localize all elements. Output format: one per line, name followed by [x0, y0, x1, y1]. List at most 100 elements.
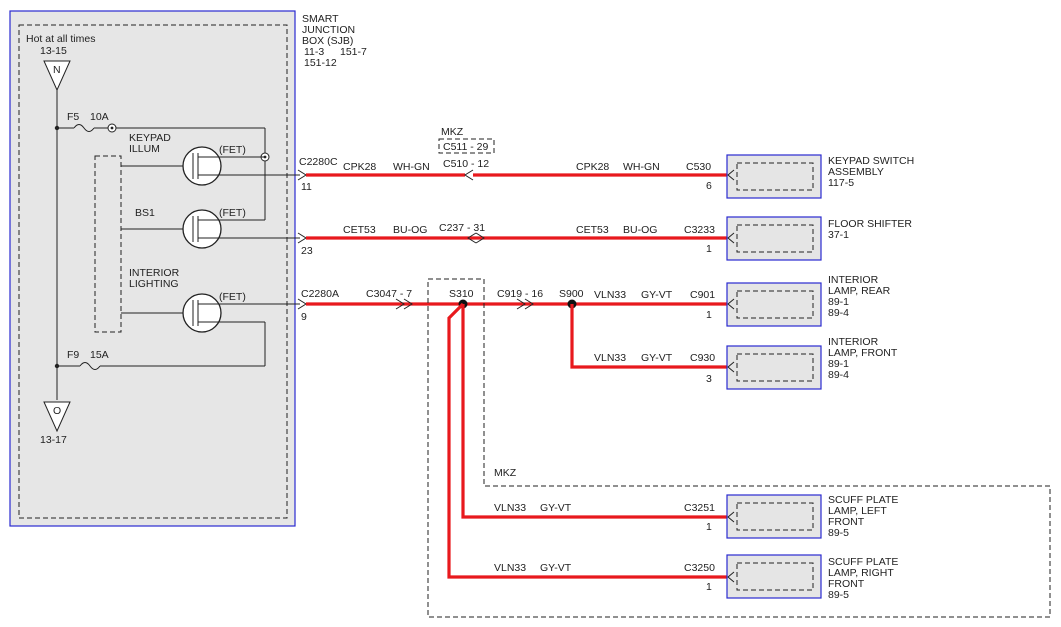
c3251-label: C3251 — [684, 502, 715, 514]
rear-lamp-ref-2: 89-4 — [828, 307, 849, 319]
c901-pin: 1 — [706, 309, 712, 321]
scuff-right-connector-icon — [727, 571, 735, 583]
scuff-right-name-1: SCUFF PLATE — [828, 556, 898, 568]
bottom-ref-label: 13-17 — [40, 434, 67, 446]
c237-label: C237 - 31 — [439, 222, 485, 234]
front-lamp-ref-2: 89-4 — [828, 369, 849, 381]
component-keypad-switch: KEYPAD SWITCH ASSEMBLY 117-5 — [726, 154, 914, 199]
component-rear-lamp: INTERIOR LAMP, REAR 89-1 89-4 — [726, 274, 891, 327]
sjb-title-line-3: BOX (SJB) — [302, 35, 353, 47]
front-lamp-name-1: INTERIOR — [828, 336, 879, 348]
scuff-left-color: GY-VT — [540, 502, 572, 514]
sjb-title-line-2: JUNCTION — [302, 24, 355, 36]
sjb-ref-2: 151-7 — [340, 46, 367, 58]
keypad-color-left: WH-GN — [393, 161, 430, 173]
scuff-left-connector-icon — [727, 511, 735, 523]
c511-label: C511 - 29 — [443, 141, 488, 153]
mkz-option-label-2: MKZ — [494, 467, 517, 479]
sjb-inner-dashed-box — [18, 24, 288, 519]
c901-label: C901 — [690, 289, 715, 301]
fuse-f9-label: F9 — [67, 349, 79, 361]
keypad-circuit-left: CPK28 — [343, 161, 376, 173]
c510-label: C510 - 12 — [443, 158, 489, 170]
scuff-left-name-1: SCUFF PLATE — [828, 494, 898, 506]
bs1-label: BS1 — [135, 207, 155, 219]
mkz-option-dashed-region — [427, 278, 1051, 618]
c919-connector-icon — [516, 298, 526, 310]
rear-lamp-circuit: VLN33 — [594, 289, 626, 301]
c2280a-pin: 9 — [301, 311, 307, 323]
top-ref-label: 13-15 — [40, 45, 67, 57]
control-logic-dashed-box — [94, 155, 122, 333]
scuff-left-ref-1: 89-5 — [828, 527, 849, 539]
c930-label: C930 — [690, 352, 715, 364]
bottom-triangle-icon — [43, 401, 71, 433]
rear-lamp-name-1: INTERIOR — [828, 274, 879, 286]
component-scuff-left: SCUFF PLATE LAMP, LEFT FRONT 89-5 — [726, 494, 898, 539]
scuff-right-color: GY-VT — [540, 562, 572, 574]
c919-label: C919 - 16 — [497, 288, 543, 300]
interior-lighting-label-1: INTERIOR — [129, 267, 180, 279]
scuff-left-circuit: VLN33 — [494, 502, 526, 514]
shifter-sjb-pin: 23 — [301, 245, 313, 257]
fet3-label: (FET) — [219, 291, 246, 303]
fet1-label: (FET) — [219, 144, 246, 156]
c3233-pin: 1 — [706, 243, 712, 255]
keypad-switch-name-1: KEYPAD SWITCH — [828, 155, 914, 167]
keypad-color-right: WH-GN — [623, 161, 660, 173]
scuff-right-wire — [447, 302, 732, 579]
keypad-circuit-right: CPK28 — [576, 161, 609, 173]
c3233-label: C3233 — [684, 224, 715, 236]
shifter-color-right: BU-OG — [623, 224, 657, 236]
rear-lamp-box — [726, 282, 822, 327]
interior-circuit: C2280A 9 C3047 - 7 MKZ S310 C919 - 16 S9… — [297, 278, 1051, 618]
c3047-connector-icon — [395, 298, 405, 310]
c510-connector-icon — [464, 169, 474, 181]
front-lamp-color: GY-VT — [641, 352, 673, 364]
fet2-label: (FET) — [219, 207, 246, 219]
hot-at-all-times-label: Hot at all times — [26, 33, 95, 45]
scuff-right-box — [726, 554, 822, 599]
front-lamp-box — [726, 345, 822, 390]
sjb-ref-3: 151-12 — [304, 57, 337, 69]
keypad-switch-box — [726, 154, 822, 199]
top-triangle-icon — [43, 60, 71, 92]
front-lamp-wire — [570, 304, 732, 369]
fuse-f5-label: F5 — [67, 111, 79, 123]
sjb-title-line-1: SMART — [302, 13, 339, 25]
scuff-right-circuit: VLN33 — [494, 562, 526, 574]
sjb-ref-1: 11-3 — [304, 46, 324, 58]
sjb-module: SMART JUNCTION BOX (SJB) 11-3 151-7 151-… — [9, 10, 367, 527]
component-scuff-right: SCUFF PLATE LAMP, RIGHT FRONT 89-5 — [726, 554, 898, 601]
c2280a-label: C2280A — [301, 288, 339, 300]
component-front-lamp: INTERIOR LAMP, FRONT 89-1 89-4 — [726, 336, 898, 390]
scuff-right-name-2: LAMP, RIGHT — [828, 567, 894, 579]
scuff-left-name-2: LAMP, LEFT — [828, 505, 887, 517]
shifter-circuit: 23 CET53 BU-OG C237 - 31 CET53 BU-OG C32… — [297, 222, 732, 257]
s310-label: S310 — [449, 288, 474, 300]
keypad-switch-name-2: ASSEMBLY — [828, 166, 884, 178]
scuff-left-box — [726, 494, 822, 539]
f9-junction-dot — [54, 363, 60, 369]
bottom-pin-label: O — [53, 405, 61, 417]
keypad-circuit: C2280C 11 CPK28 WH-GN MKZ C511 - 29 C510… — [297, 126, 732, 193]
rear-lamp-name-2: LAMP, REAR — [828, 285, 891, 297]
fet1-transistor-icon — [182, 146, 222, 186]
scuff-right-ref-1: 89-5 — [828, 589, 849, 601]
c3250-label: C3250 — [684, 562, 715, 574]
keypad-switch-connector-icon — [727, 169, 735, 181]
shifter-circuit-left: CET53 — [343, 224, 376, 236]
top-pin-label: N — [53, 64, 61, 76]
f5-junction-dot — [54, 125, 60, 131]
c3251-pin: 1 — [706, 521, 712, 533]
mkz-option-label-1: MKZ — [441, 126, 464, 138]
rear-lamp-connector-icon — [727, 298, 735, 310]
fet2-transistor-icon — [182, 209, 222, 249]
shifter-circuit-right: CET53 — [576, 224, 609, 236]
c237-connector-icon — [467, 232, 477, 244]
c530-pin: 6 — [706, 180, 712, 192]
floor-shifter-name-1: FLOOR SHIFTER — [828, 218, 912, 230]
c930-pin: 3 — [706, 373, 712, 385]
f5-fuse-icon — [73, 124, 95, 132]
front-lamp-ref-1: 89-1 — [828, 358, 849, 370]
